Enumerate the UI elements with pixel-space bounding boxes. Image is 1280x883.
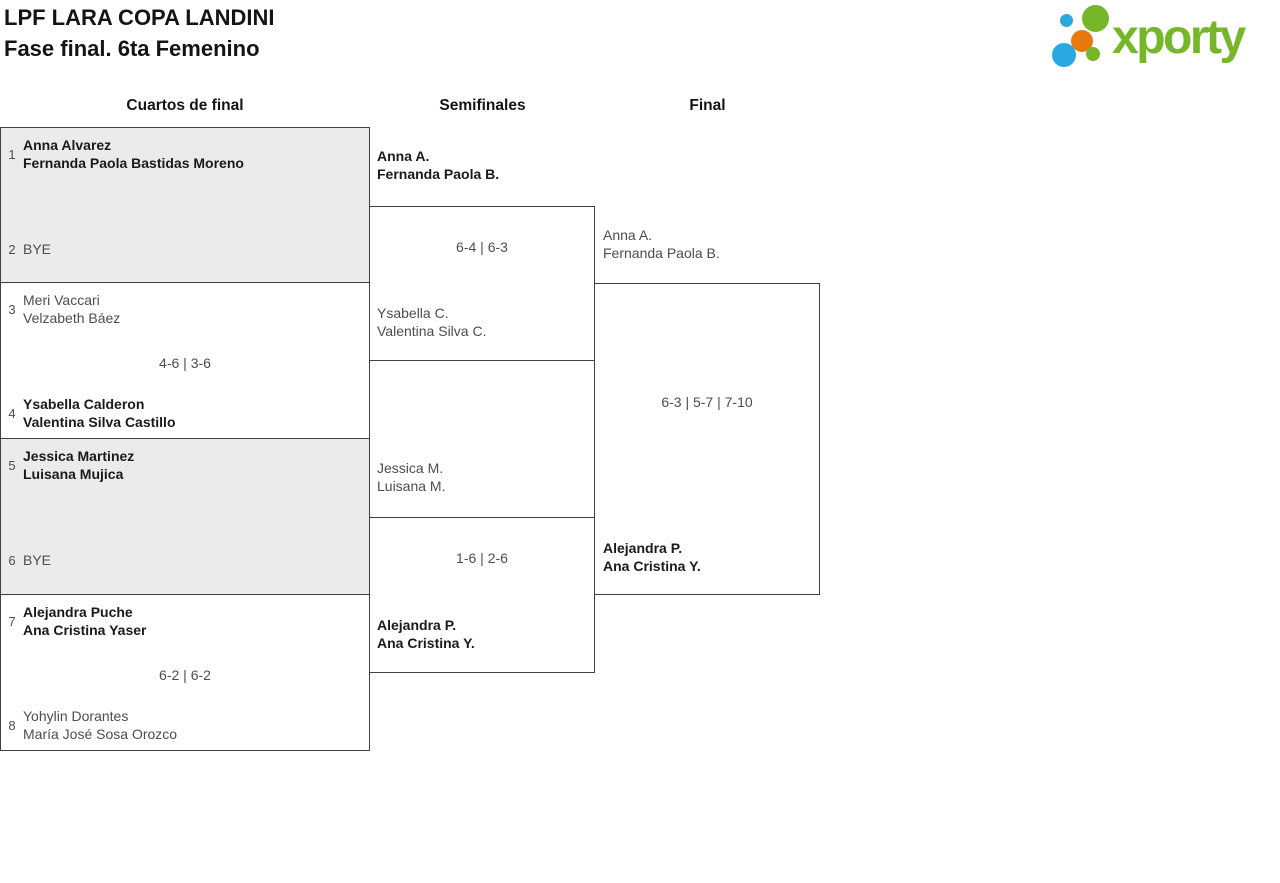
- match-score: 6-2 | 6-2: [159, 667, 211, 683]
- match-final: 6-3 | 5-7 | 7-10: [594, 283, 820, 595]
- logo-dot-blue-small: [1060, 14, 1073, 27]
- team-names: Meri Vaccari Velzabeth Báez: [23, 292, 121, 326]
- team-slot: 5 Jessica Martinez Luisana Mujica: [1, 447, 369, 483]
- semifinal-1-top-team: Anna A. Fernanda Paola B.: [377, 148, 500, 182]
- match-score: 6-3 | 5-7 | 7-10: [661, 394, 753, 410]
- team-slot: 6 BYE: [1, 551, 369, 569]
- seed-number: 5: [8, 457, 16, 473]
- xporty-logo[interactable]: xporty: [1050, 0, 1280, 70]
- team-slot: 7 Alejandra Puche Ana Cristina Yaser: [1, 603, 369, 639]
- team-names: Anna Alvarez Fernanda Paola Bastidas Mor…: [23, 137, 244, 171]
- final-bottom-team: Alejandra P. Ana Cristina Y.: [603, 540, 701, 574]
- team-names: BYE: [23, 241, 52, 257]
- semifinal-2-top-team: Jessica M. Luisana M.: [377, 460, 446, 494]
- tournament-title: LPF LARA COPA LANDINI: [4, 5, 275, 30]
- page-title: LPF LARA COPA LANDINI Fase final. 6ta Fe…: [4, 2, 275, 64]
- team-slot: 4 Ysabella Calderon Valentina Silva Cast…: [1, 395, 369, 431]
- seed-number: 3: [8, 301, 16, 317]
- final-top-team: Anna A. Fernanda Paola B.: [603, 227, 720, 261]
- team-names: Alejandra Puche Ana Cristina Yaser: [23, 604, 147, 638]
- semifinal-1-bottom-team: Ysabella C. Valentina Silva C.: [377, 305, 487, 339]
- match-semifinal-2: 1-6 | 2-6: [369, 517, 595, 673]
- round-header-semifinals: Semifinales: [439, 97, 526, 114]
- team-names: Ysabella Calderon Valentina Silva Castil…: [23, 396, 176, 430]
- round-header-final: Final: [689, 97, 726, 114]
- logo-dot-green-small: [1086, 47, 1100, 61]
- seed-number: 1: [8, 146, 16, 162]
- team-slot: 3 Meri Vaccari Velzabeth Báez: [1, 291, 369, 327]
- seed-number: 4: [8, 405, 16, 421]
- tournament-stage: Fase final. 6ta Femenino: [4, 36, 260, 61]
- logo-dot-green-large: [1082, 5, 1109, 32]
- team-names: Jessica Martinez Luisana Mujica: [23, 448, 135, 482]
- seed-number: 6: [8, 552, 16, 568]
- match-quarterfinal-4: 7 Alejandra Puche Ana Cristina Yaser 6-2…: [0, 594, 370, 751]
- match-score: 4-6 | 3-6: [159, 355, 211, 371]
- team-names: BYE: [23, 552, 52, 568]
- match-score: 1-6 | 2-6: [456, 550, 508, 566]
- team-slot: 2 BYE: [1, 240, 369, 258]
- team-names: Yohylin Dorantes María José Sosa Orozco: [23, 708, 178, 742]
- seed-number: 7: [8, 613, 16, 629]
- semifinal-2-bottom-team: Alejandra P. Ana Cristina Y.: [377, 617, 475, 651]
- team-slot: 8 Yohylin Dorantes María José Sosa Orozc…: [1, 707, 369, 743]
- match-score: 6-4 | 6-3: [456, 239, 508, 255]
- match-quarterfinal-1: 1 Anna Alvarez Fernanda Paola Bastidas M…: [0, 127, 370, 283]
- match-quarterfinal-3: 5 Jessica Martinez Luisana Mujica 6 BYE: [0, 438, 370, 595]
- team-slot: 1 Anna Alvarez Fernanda Paola Bastidas M…: [1, 136, 369, 172]
- seed-number: 2: [8, 241, 16, 257]
- logo-dot-blue-large: [1052, 43, 1076, 67]
- logo-dot-orange: [1071, 30, 1093, 52]
- round-header-quarterfinals: Cuartos de final: [126, 97, 244, 114]
- match-quarterfinal-2: 3 Meri Vaccari Velzabeth Báez 4-6 | 3-6 …: [0, 282, 370, 439]
- xporty-wordmark: xporty: [1112, 11, 1246, 64]
- seed-number: 8: [8, 717, 16, 733]
